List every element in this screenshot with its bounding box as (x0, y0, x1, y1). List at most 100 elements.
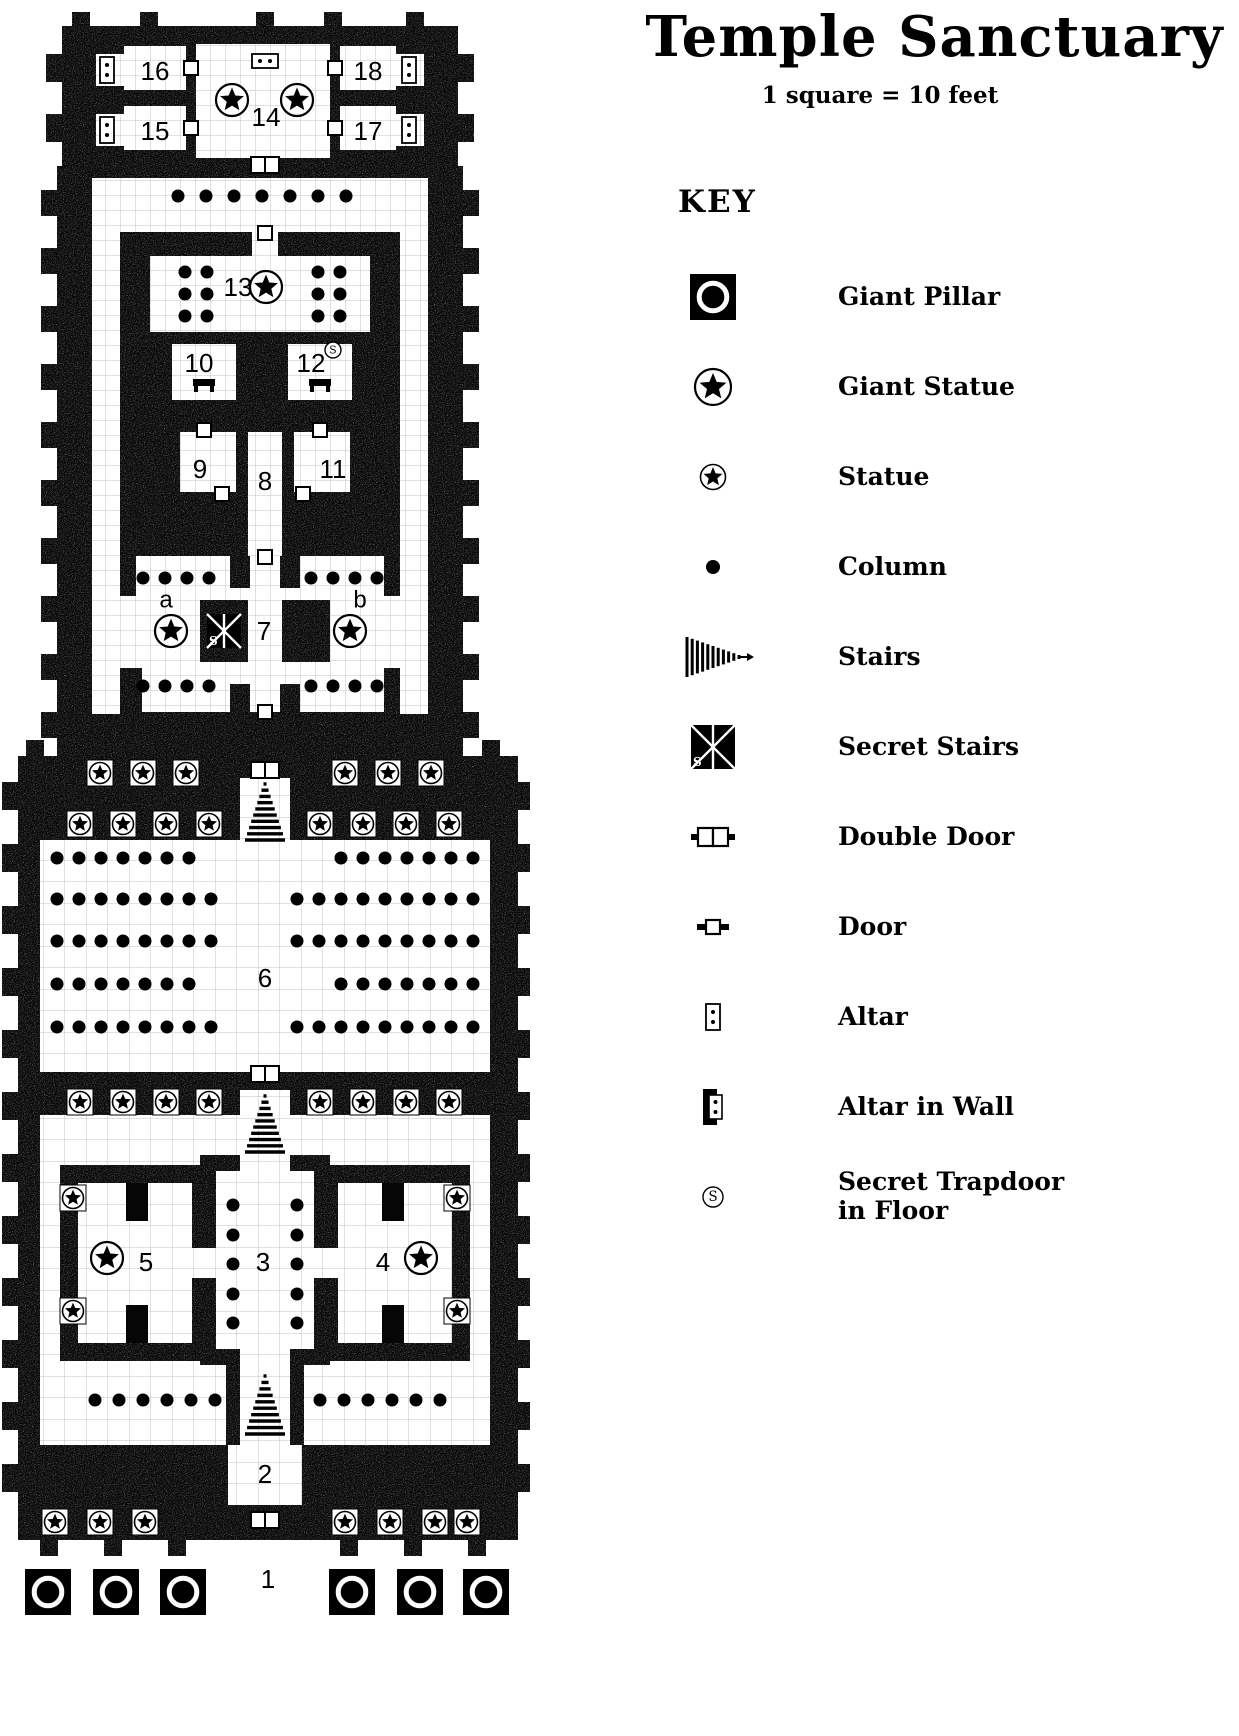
room-label: 7 (257, 616, 271, 646)
column-dot (466, 892, 480, 906)
column-dot (50, 851, 64, 865)
column-dot (444, 1020, 458, 1034)
column-dot (138, 1020, 152, 1034)
key-item-label: Altar in Wall (838, 1091, 1014, 1121)
column-dot (178, 265, 192, 279)
svg-text:S: S (693, 755, 702, 769)
room-label: 1 (261, 1564, 275, 1594)
stairs-icon (245, 1374, 285, 1436)
column-dot (311, 309, 325, 323)
column-dot (422, 892, 436, 906)
column-dot (200, 265, 214, 279)
key-item-label: Stairs (838, 641, 921, 671)
room-label: b (353, 587, 366, 614)
column-dot (199, 189, 213, 203)
column-dot (204, 1020, 218, 1034)
giant-statue-icon (403, 1240, 439, 1276)
column-dot (200, 309, 214, 323)
column-dot (94, 934, 108, 948)
column-dot (178, 287, 192, 301)
column-dot (339, 189, 353, 203)
column-dot (208, 1393, 222, 1407)
statue-icon (392, 1088, 420, 1116)
column-dot (116, 1020, 130, 1034)
column-dot (290, 1198, 304, 1212)
key-item-secret-stairs: S Secret Stairs (668, 702, 1064, 792)
column-dot (180, 571, 194, 585)
key-item-label: Altar (838, 1001, 908, 1031)
double-door-icon (691, 826, 735, 848)
key-item-statue: Statue (668, 432, 1064, 522)
giant-statue-icon (668, 342, 758, 432)
column-dot (290, 1287, 304, 1301)
double-door-icon (250, 156, 280, 174)
door-icon (295, 486, 311, 502)
door-icon (257, 225, 273, 241)
column-dot (94, 892, 108, 906)
room-label: 12 (297, 348, 326, 378)
key-item-altar: Altar (668, 972, 1064, 1062)
door-icon (183, 120, 199, 136)
column-dot (466, 977, 480, 991)
column-dot (226, 1228, 240, 1242)
column-dot (311, 189, 325, 203)
double-door-icon (250, 1065, 280, 1083)
column-dot (400, 1020, 414, 1034)
secret-stairs-icon: S (690, 724, 736, 770)
room-label: 18 (354, 56, 383, 86)
column-dot (290, 1020, 304, 1034)
statue-icon (306, 810, 334, 838)
door-icon (327, 60, 343, 76)
column-dot (116, 851, 130, 865)
column-dot (400, 892, 414, 906)
statue-icon (699, 463, 727, 491)
column-dot (160, 1393, 174, 1407)
column-dot (400, 934, 414, 948)
column-dot (356, 934, 370, 948)
giant-statue-icon (248, 269, 284, 305)
statue-icon (59, 1184, 87, 1212)
key-item-door: Door (668, 882, 1064, 972)
column-dot (311, 265, 325, 279)
statue-icon (668, 432, 758, 522)
column-dot (160, 934, 174, 948)
column-dot (370, 571, 384, 585)
statue-icon (435, 810, 463, 838)
altar-icon (401, 56, 417, 84)
stairs-icon (245, 1094, 285, 1154)
svg-text:S: S (209, 634, 218, 648)
column-dot (227, 189, 241, 203)
column-dot (334, 977, 348, 991)
column-dot (370, 679, 384, 693)
column-dot (466, 1020, 480, 1034)
column-dot (290, 934, 304, 948)
room-label: a (159, 587, 173, 614)
key-item-label: Giant Pillar (838, 281, 1001, 311)
key-item-label: Secret Stairs (838, 731, 1020, 761)
page-title: Temple Sanctuary (645, 4, 1224, 70)
statue-icon (376, 1508, 404, 1536)
statue-icon (41, 1508, 69, 1536)
statue-icon (152, 1088, 180, 1116)
key-item-double-door: Double Door (668, 792, 1064, 882)
secret-trapdoor-icon: S (668, 1152, 758, 1242)
room-label: 8 (258, 466, 272, 496)
statue-icon (86, 1508, 114, 1536)
column-dot (326, 679, 340, 693)
room-label: 3 (256, 1247, 270, 1277)
column-dot (334, 934, 348, 948)
column-dot (283, 189, 297, 203)
column-dot (400, 851, 414, 865)
column-dot (290, 892, 304, 906)
room-label: 10 (185, 348, 214, 378)
secret-trapdoor-icon: S (702, 1186, 724, 1208)
column-dot (226, 1198, 240, 1212)
key-item-altar-in-wall: Altar in Wall (668, 1062, 1064, 1152)
door-icon (196, 422, 212, 438)
column-dot (171, 189, 185, 203)
door-icon (327, 120, 343, 136)
column-dot (337, 1393, 351, 1407)
column-dot (94, 1020, 108, 1034)
